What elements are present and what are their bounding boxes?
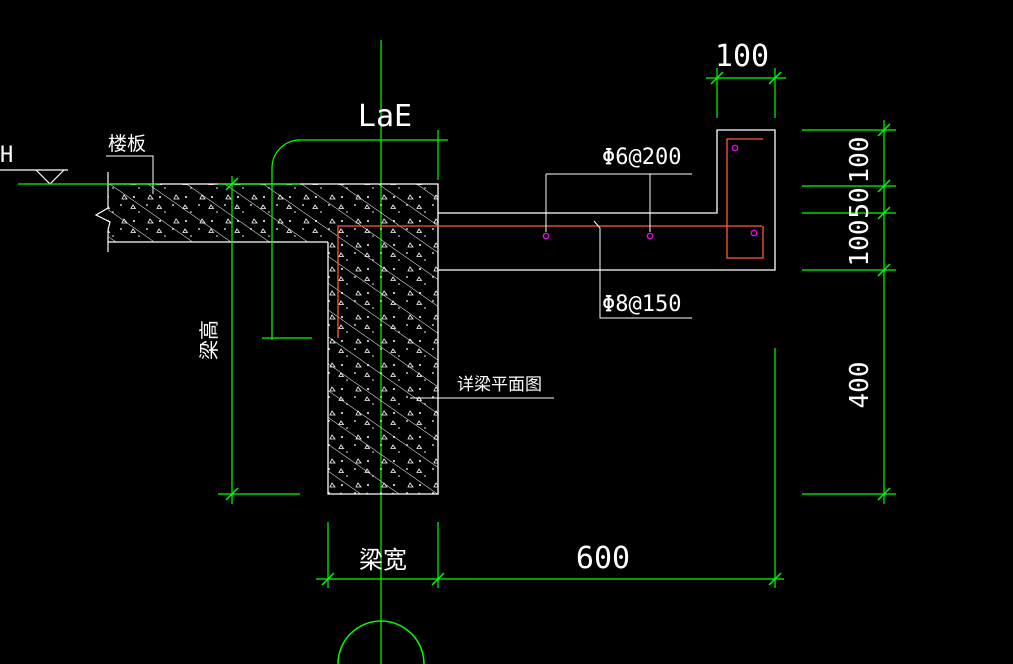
leader-top-rebar [545, 173, 692, 232]
beam-section [327, 183, 439, 495]
top-rebar-label: Φ6@200 [602, 145, 681, 170]
dim-right-2: 50 [845, 187, 875, 218]
rebar-points [542, 144, 758, 240]
dim-right-3: 100 [845, 220, 875, 267]
dim-right-1: 100 [845, 137, 875, 184]
rebar-stirrup [726, 138, 764, 259]
slab-label: 楼板 [108, 133, 146, 155]
bottom-dimension [316, 348, 784, 588]
cantilever-outline [438, 129, 776, 271]
top-width-dimension [706, 68, 786, 118]
axis-bubble [337, 620, 425, 664]
slab-break-mark [94, 172, 111, 252]
floor-slab [108, 183, 328, 243]
rebar-main [337, 225, 762, 338]
level-marker [0, 169, 160, 185]
right-dimension-chain [802, 120, 896, 504]
dim-overhang: 600 [576, 541, 630, 576]
bottom-rebar-label: Φ8@150 [602, 292, 681, 317]
plan-note: 详梁平面图 [457, 375, 542, 395]
beam-height-dimension [218, 176, 300, 504]
level-mark-label: H [0, 143, 13, 168]
anchorage-line [262, 130, 448, 340]
dim-beam-width: 梁宽 [359, 546, 407, 574]
leader-bottom-rebar [593, 220, 692, 319]
leader-slab-label [106, 155, 154, 194]
dim-right-4: 400 [845, 362, 875, 409]
dim-top-width: 100 [715, 39, 769, 74]
anchorage-label: LaE [358, 99, 412, 134]
beam-height-label: 梁高 [197, 320, 221, 360]
